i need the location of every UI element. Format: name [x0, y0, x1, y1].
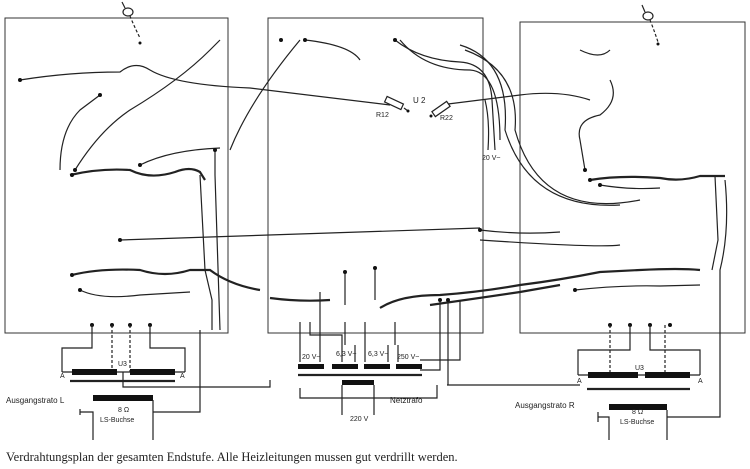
- svg-text:250 V~: 250 V~: [397, 354, 419, 361]
- center-board-wires: [269, 39, 701, 385]
- label-ausgangstrafo-r: Ausgangstrato R: [515, 401, 575, 410]
- svg-text:6,3 V~: 6,3 V~: [336, 351, 356, 358]
- label-u2: U 2: [413, 96, 426, 105]
- mains-transformer: 20 V~ 6,3 V~ 6,3 V~ 250 V~ Netztrafo 220…: [298, 345, 580, 423]
- label-20v-top: 20 V~: [482, 155, 501, 162]
- svg-text:LS-Buchse: LS-Buchse: [620, 419, 654, 426]
- left-amplifier-board: [4, 17, 229, 334]
- svg-text:U3: U3: [635, 365, 644, 372]
- svg-text:U3: U3: [118, 361, 127, 368]
- svg-text:A: A: [60, 373, 65, 380]
- svg-text:220 V: 220 V: [350, 416, 369, 423]
- svg-text:R12: R12: [376, 112, 389, 119]
- svg-text:R22: R22: [440, 115, 453, 122]
- label-ausgangstrafo-l: Ausgangstrato L: [6, 396, 65, 405]
- figure-caption: Verdrahtungsplan der gesamten Endstufe. …: [6, 450, 458, 464]
- potentiometer-icon-right: [641, 4, 660, 46]
- left-board-wires: [19, 39, 481, 331]
- left-board-dots: [18, 78, 217, 327]
- svg-text:Netztrafo: Netztrafo: [390, 396, 423, 405]
- center-board-dots: [279, 38, 482, 302]
- output-transformer-left: U3 A A 8 Ω LS-Buchse Ausgangstrato L: [6, 325, 271, 440]
- svg-text:A: A: [180, 373, 185, 380]
- svg-text:6,3 V~: 6,3 V~: [368, 351, 388, 358]
- svg-text:LS-Buchse: LS-Buchse: [100, 417, 134, 424]
- resistor-r22: R22: [429, 92, 591, 122]
- right-amplifier-board: [519, 21, 746, 334]
- svg-text:A: A: [698, 378, 703, 385]
- svg-text:8 Ω: 8 Ω: [118, 407, 129, 414]
- output-transformer-right: U3 A A 8 Ω LS-Buchse Ausgangstrato R: [515, 325, 721, 440]
- svg-text:8 Ω: 8 Ω: [632, 409, 643, 416]
- resistor-r12: R12: [376, 95, 410, 119]
- svg-text:A: A: [577, 378, 582, 385]
- right-board-wires: [574, 49, 728, 330]
- svg-text:20 V~: 20 V~: [302, 354, 321, 361]
- center-power-board: [267, 17, 484, 334]
- potentiometer-icon-left: [121, 1, 142, 45]
- right-board-dots: [573, 168, 672, 327]
